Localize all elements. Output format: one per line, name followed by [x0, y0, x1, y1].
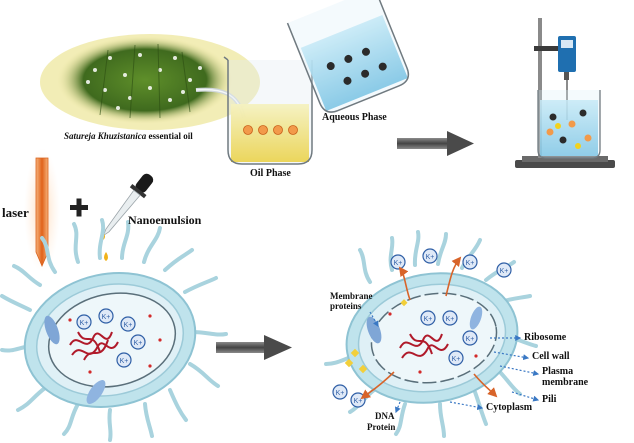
laser-label: laser	[2, 205, 29, 220]
stirrer-icon	[515, 18, 615, 168]
aqueous-phase-label: Aqueous Phase	[322, 112, 387, 123]
ribosome-label: Ribosome	[524, 332, 567, 343]
laser-probe-icon	[24, 148, 60, 272]
arrow-right-icon	[216, 335, 292, 360]
plus-icon	[70, 198, 88, 217]
aqueous-phase-beaker	[286, 0, 410, 113]
plasma-membrane-label: Plasma membrane	[542, 366, 589, 388]
damaged-bacterium-icon	[324, 230, 540, 438]
protein-label: Protein	[367, 422, 396, 432]
cytoplasm-label: Cytoplasm	[486, 402, 533, 413]
nanoemulsion-label: Nanoemulsion	[128, 213, 202, 227]
essential-oil-species: Satureja Khuzistanica	[64, 131, 147, 141]
membrane-proteins-label: Membrane proteins	[330, 291, 373, 311]
oil-phase-beaker	[223, 56, 313, 165]
cell-wall-label: Cell wall	[532, 351, 570, 362]
oil-phase-label: Oil Phase	[250, 168, 291, 179]
pili-label: Pili	[542, 394, 557, 405]
arrow-right-icon	[397, 131, 474, 156]
bacterium-icon	[0, 218, 228, 442]
plant-photo	[40, 34, 260, 130]
essential-oil-suffix: essential oil	[146, 131, 193, 141]
dna-label: DNA	[375, 411, 395, 421]
essential-oil-label: Satureja Khuzistanica essential oil	[64, 131, 193, 142]
dropper-icon	[102, 173, 154, 237]
